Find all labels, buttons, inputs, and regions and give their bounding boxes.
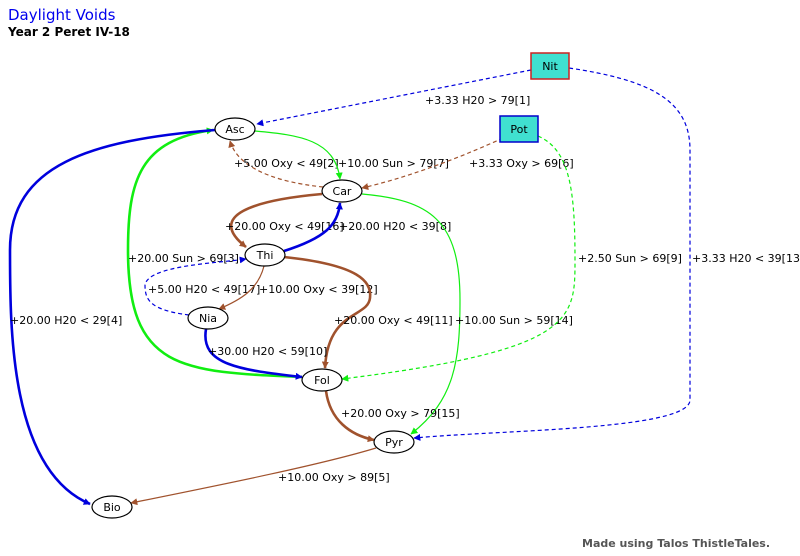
node-nia[interactable]: Nia <box>187 306 229 330</box>
node-car-ellipse <box>321 179 363 203</box>
node-pyr-ellipse <box>373 430 415 454</box>
node-car[interactable]: Car <box>321 179 363 203</box>
diagram-subtitle: Year 2 Peret IV-18 <box>8 25 130 39</box>
edge-car-to-thi <box>230 192 323 249</box>
node-fol-ellipse <box>301 368 343 392</box>
node-asc-label: Asc <box>225 123 244 136</box>
edge-thi-to-fol <box>283 255 372 369</box>
node-bio-ellipse <box>91 495 133 519</box>
edge-nit-to-asc <box>256 69 532 127</box>
footer-credit: Made using Talos ThistleTales. <box>582 537 771 550</box>
edge-pot-to-car <box>361 137 504 190</box>
node-nit[interactable]: Nit <box>530 52 570 80</box>
node-pot-box <box>499 115 539 143</box>
node-pyr-label: Pyr <box>385 436 403 449</box>
node-nit-box <box>530 52 570 80</box>
edge-label-thi-to-fol: +20.00 Oxy < 49[11] <box>334 314 453 327</box>
edge-label-asc-to-bio: +20.00 H20 < 29[4] <box>10 314 122 327</box>
edge-label-thi-to-nia: +10.00 Oxy < 39[12] <box>259 283 378 296</box>
edge-label-asc-to-car: +10.00 Sun > 79[7] <box>338 157 449 170</box>
node-thi[interactable]: Thi <box>244 243 286 267</box>
edge-label-fol-to-pyr: +20.00 Oxy > 79[15] <box>341 407 460 420</box>
edge-nia-to-fol <box>204 328 303 380</box>
edge-label-nit-to-asc: +3.33 H20 > 79[1] <box>425 94 530 107</box>
edge-label-car-to-pyr: +10.00 Sun > 59[14] <box>455 314 573 327</box>
edge-nit-to-pyr <box>413 67 691 441</box>
edge-pyr-to-bio <box>130 447 377 506</box>
edge-label-nit-to-pyr: +3.33 H20 < 39[13] <box>692 252 800 265</box>
edge-car-to-pyr <box>361 193 461 435</box>
node-bio-label: Bio <box>103 501 121 514</box>
edge-fol-to-pyr <box>324 390 375 443</box>
edge-label-nia-to-thi: +5.00 H20 < 49[17] <box>148 283 260 296</box>
node-fol-label: Fol <box>314 374 330 387</box>
node-nia-label: Nia <box>199 312 217 325</box>
node-thi-label: Thi <box>256 249 274 262</box>
edge-thi-to-car <box>283 202 343 253</box>
edge-label-pyr-to-bio: +10.00 Oxy > 89[5] <box>278 471 390 484</box>
edge-pot-to-fol <box>341 135 576 382</box>
edge-layer: +3.33 H20 > 79[1]+5.00 Oxy < 49[2]+10.00… <box>8 67 800 506</box>
edge-asc-to-bio <box>8 128 216 506</box>
node-asc[interactable]: Asc <box>214 117 256 141</box>
node-pot-label: Pot <box>510 123 528 136</box>
node-bio[interactable]: Bio <box>91 495 133 519</box>
edge-label-pot-to-fol: +2.50 Sun > 69[9] <box>578 252 682 265</box>
edge-label-nia-to-fol: +30.00 H20 < 59[10] <box>208 345 327 358</box>
edge-asc-to-car <box>254 130 343 180</box>
node-asc-ellipse <box>214 117 256 141</box>
node-pyr[interactable]: Pyr <box>373 430 415 454</box>
node-nia-ellipse <box>187 306 229 330</box>
edge-label-car-to-asc: +5.00 Oxy < 49[2] <box>234 157 339 170</box>
edge-nia-to-thi <box>144 256 247 316</box>
edge-label-fol-to-asc: +20.00 Sun > 69[3] <box>128 252 239 265</box>
edge-fol-to-asc <box>126 127 303 379</box>
node-car-label: Car <box>333 185 352 198</box>
node-thi-ellipse <box>244 243 286 267</box>
edge-label-thi-to-car: +20.00 H20 < 39[8] <box>339 220 451 233</box>
edge-thi-to-nia <box>218 265 265 310</box>
edge-label-pot-to-car: +3.33 Oxy > 69[6] <box>469 157 574 170</box>
diagram-title: Daylight Voids <box>8 6 116 24</box>
node-nit-label: Nit <box>542 60 558 73</box>
node-pot[interactable]: Pot <box>499 115 539 143</box>
edge-car-to-asc <box>228 140 324 188</box>
node-fol[interactable]: Fol <box>301 368 343 392</box>
edge-label-car-to-thi: +20.00 Oxy < 49[16] <box>225 220 344 233</box>
